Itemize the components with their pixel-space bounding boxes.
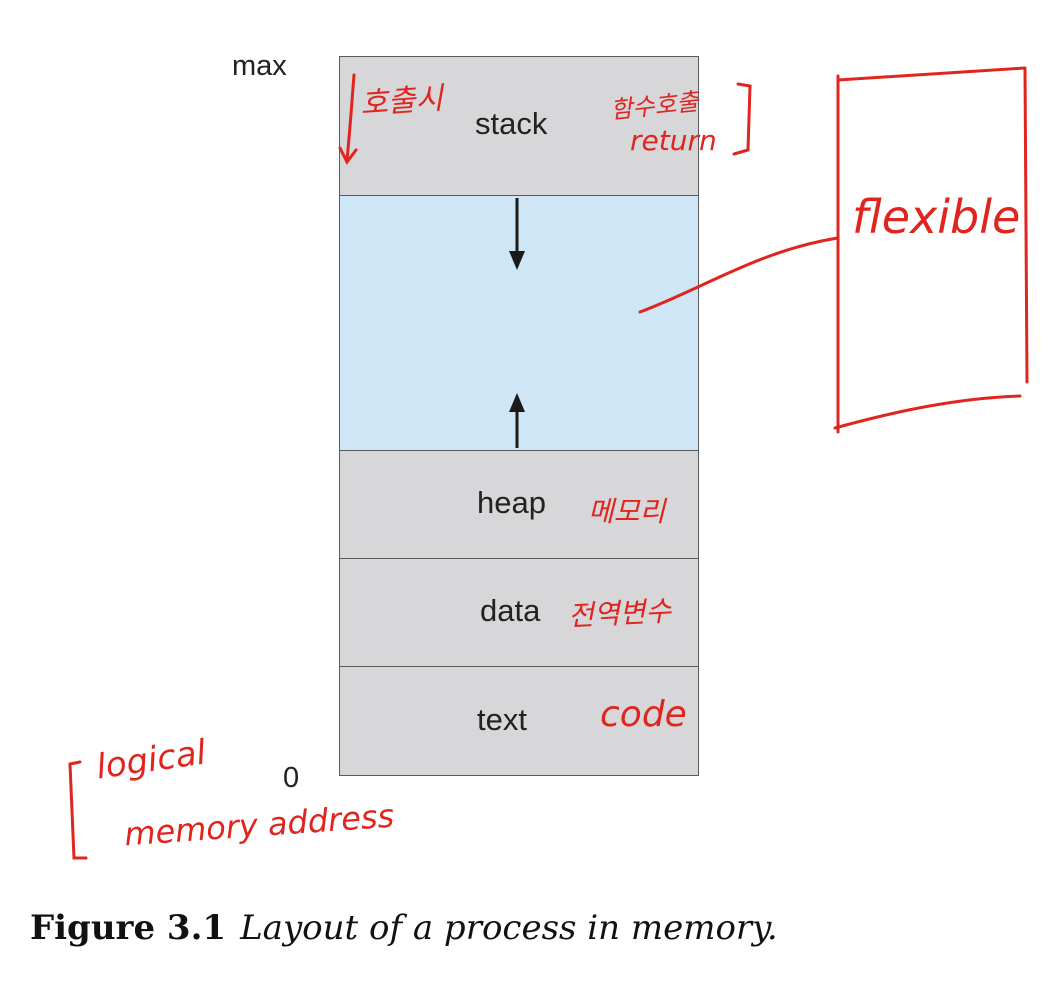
stack-note-bracket [732,82,752,156]
address-max-label: max [232,50,287,82]
stack-down-arrow-icon [338,73,358,165]
data-segment [339,558,699,668]
heap-segment [339,450,699,560]
heap-label: heap [477,485,546,520]
stack-label: stack [475,106,548,141]
heap-note: 메모리 [588,495,666,528]
flexible-box [638,66,1029,434]
stack-right-note-line2: return [630,124,717,157]
heap-growth-arrow [509,393,525,448]
text-segment [339,666,699,776]
text-label: text [477,702,527,737]
data-note: 전역변수 [567,594,672,633]
stack-growth-arrow [509,198,525,270]
figure-number: Figure 3.1 [30,908,227,948]
stack-segment [339,56,699,197]
address-zero-label: 0 [283,762,300,794]
figure-caption: Figure 3.1 Layout of a process in memory. [30,908,778,948]
data-label: data [480,593,541,628]
gap-flexible-note: flexible [852,190,1021,244]
text-note: code [600,694,687,735]
address-note-bracket [68,760,88,860]
figure-caption-text: Layout of a process in memory. [240,908,778,948]
stack-left-note: 호출시 [359,81,445,122]
